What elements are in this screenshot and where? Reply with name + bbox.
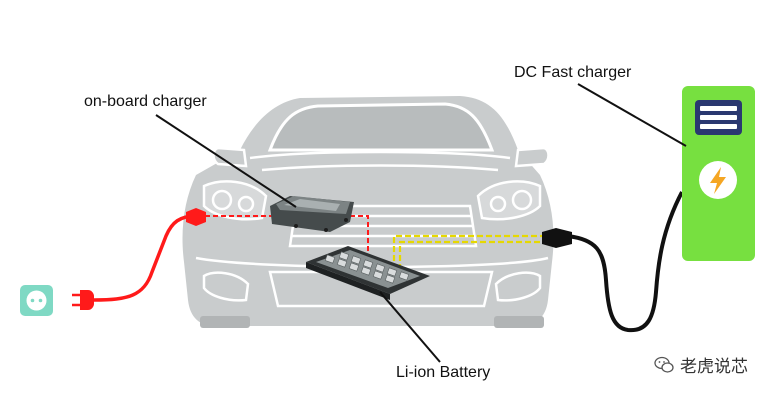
dc-fast-charger-station: [682, 86, 755, 261]
car-mirror-left: [212, 146, 248, 168]
dc-connector: [542, 228, 572, 248]
lightning-bolt-icon: [699, 161, 737, 199]
car-tire-right: [494, 316, 544, 328]
car-hood-lines: [249, 150, 511, 172]
ac-connector: [186, 208, 206, 226]
car: [182, 96, 554, 328]
watermark-text: 老虎说芯: [680, 357, 748, 377]
leader-onboard-charger: [155, 114, 297, 208]
ac-cable: [93, 214, 197, 302]
onboard-charger-label: on-board charger: [84, 93, 207, 110]
plug-icon: [72, 290, 94, 310]
car-tire-left: [200, 316, 250, 328]
watermark: 老虎说芯: [654, 352, 748, 377]
battery-label: Li-ion Battery: [396, 364, 491, 381]
menu-lines-icon: [695, 100, 742, 135]
car-mirror-right: [514, 146, 550, 168]
power-outlet-icon: [20, 285, 53, 316]
ac-internal-path: [205, 215, 369, 252]
leader-battery: [379, 291, 441, 363]
car-windshield: [267, 102, 495, 152]
dc-internal-path: [392, 234, 542, 270]
dc-cable: [567, 191, 684, 333]
onboard-charger-unit: [270, 196, 354, 232]
dc-fast-charger-label: DC Fast charger: [514, 64, 632, 81]
leader-lines: [155, 83, 687, 363]
leader-dc-charger: [577, 83, 687, 147]
li-ion-battery: [306, 246, 430, 300]
wechat-icon: [654, 356, 674, 373]
